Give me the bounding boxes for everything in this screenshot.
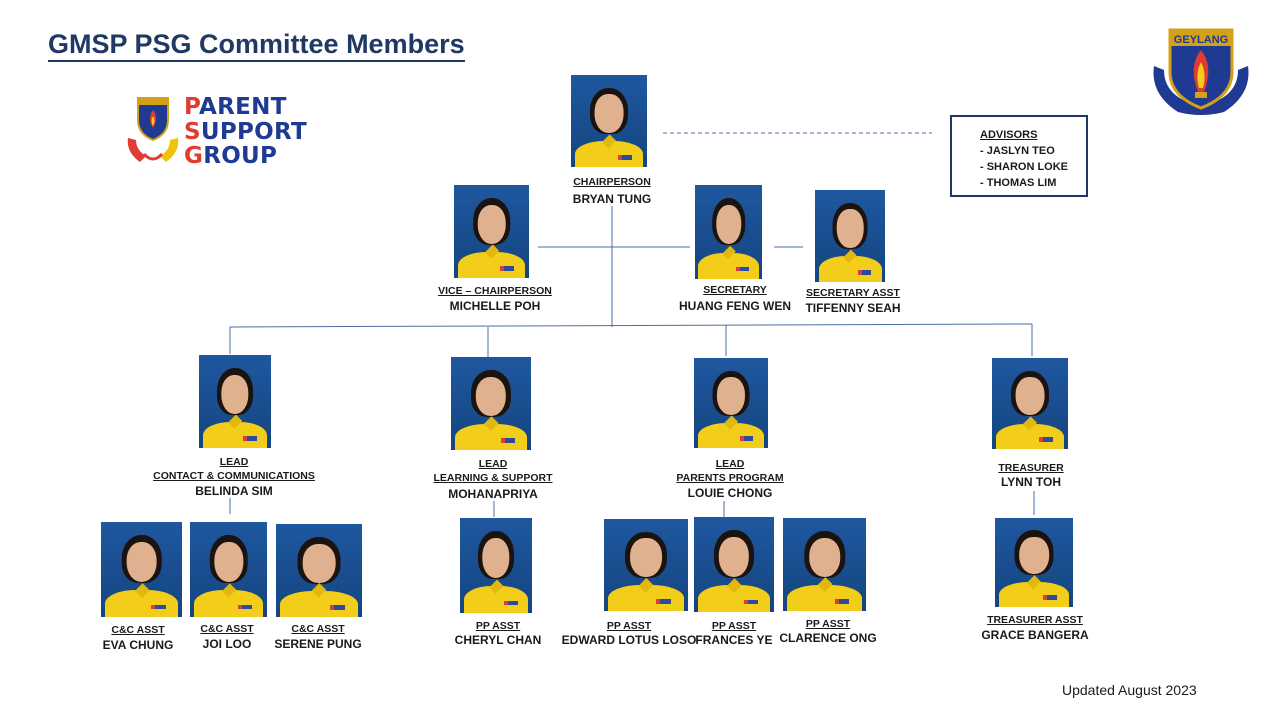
chairperson-name: BRYAN TUNG bbox=[572, 192, 652, 206]
pp-asst-2-name: FRANCES YE bbox=[695, 633, 773, 647]
ls-asst-role: PP ASST bbox=[475, 620, 521, 632]
lead-cc-name: BELINDA SIM bbox=[195, 484, 273, 498]
cc-asst-2-role: C&C ASST bbox=[200, 623, 254, 635]
secretary-role: SECRETARY bbox=[703, 284, 767, 296]
cc-asst-3-photo bbox=[276, 524, 362, 617]
lead-cc-department: CONTACT & COMMUNICATIONS bbox=[153, 470, 315, 482]
lead-pp-role: LEAD bbox=[715, 458, 745, 470]
pp-asst-2-photo bbox=[694, 517, 774, 612]
pp-asst-3-role: PP ASST bbox=[805, 618, 851, 630]
secretary-photo bbox=[695, 185, 762, 279]
treasurer-photo bbox=[992, 358, 1068, 449]
cc-asst-3-role: C&C ASST bbox=[291, 623, 345, 635]
lead-ls-photo bbox=[451, 357, 531, 450]
secretary-asst-role: SECRETARY ASST bbox=[806, 287, 900, 299]
pp-asst-3-photo bbox=[783, 518, 866, 611]
advisors-box: ADVISORS - JASLYN TEO - SHARON LOKE - TH… bbox=[950, 115, 1088, 197]
pp-asst-1-role: PP ASST bbox=[606, 620, 652, 632]
chairperson-role: CHAIRPERSON bbox=[573, 176, 651, 188]
psg-wordmark-line: PARENT bbox=[184, 94, 287, 120]
lead-cc-role: LEAD bbox=[219, 456, 249, 468]
cc-asst-2-name: JOI LOO bbox=[202, 637, 252, 651]
treasurer-asst-photo bbox=[995, 518, 1073, 607]
pp-asst-1-photo bbox=[604, 519, 688, 611]
psg-logo: PARENT SUPPORT GROUP bbox=[124, 94, 324, 168]
treasurer-asst-role: TREASURER ASST bbox=[987, 614, 1083, 626]
cc-asst-2-photo bbox=[190, 522, 267, 617]
advisor-item: - SHARON LOKE bbox=[980, 161, 1068, 173]
advisor-item: - JASLYN TEO bbox=[980, 145, 1055, 157]
secretary-name: HUANG FENG WEN bbox=[679, 299, 791, 313]
vice-chairperson-photo bbox=[454, 185, 529, 278]
advisor-item: - THOMAS LIM bbox=[980, 177, 1057, 189]
secretary-asst-name: TIFFENNY SEAH bbox=[805, 301, 901, 315]
ls-asst-photo bbox=[460, 518, 532, 613]
lead-pp-photo bbox=[694, 358, 768, 448]
advisors-label: ADVISORS bbox=[980, 129, 1038, 141]
cc-asst-1-photo bbox=[101, 522, 182, 617]
connector-branch-bar bbox=[229, 323, 1033, 328]
treasurer-role: TREASURER bbox=[998, 462, 1064, 474]
lead-ls-name: MOHANAPRIYA bbox=[448, 487, 538, 501]
lead-ls-department: LEARNING & SUPPORT bbox=[433, 472, 553, 484]
vice-chairperson-role: VICE – CHAIRPERSON bbox=[438, 285, 552, 297]
secretary-asst-photo bbox=[815, 190, 885, 282]
chairperson-photo bbox=[571, 75, 647, 167]
pp-asst-2-role: PP ASST bbox=[711, 620, 757, 632]
psg-wordmark-line: GROUP bbox=[184, 143, 278, 169]
lead-ls-role: LEAD bbox=[478, 458, 508, 470]
svg-text:GEYLANG: GEYLANG bbox=[1174, 34, 1228, 46]
school-crest-icon: GEYLANG bbox=[1153, 28, 1249, 115]
psg-emblem-icon bbox=[127, 97, 179, 162]
cc-asst-3-name: SERENE PUNG bbox=[274, 637, 362, 651]
updated-date: Updated August 2023 bbox=[1062, 682, 1197, 698]
page-title: GMSP PSG Committee Members bbox=[48, 28, 465, 62]
ls-asst-name: CHERYL CHAN bbox=[454, 633, 542, 647]
psg-wordmark: PARENT SUPPORT GROUP bbox=[184, 95, 307, 169]
lead-cc-photo bbox=[199, 355, 271, 448]
treasurer-name: LYNN TOH bbox=[1000, 475, 1062, 489]
treasurer-asst-name: GRACE BANGERA bbox=[981, 628, 1089, 642]
cc-asst-1-name: EVA CHUNG bbox=[102, 638, 174, 652]
cc-asst-1-role: C&C ASST bbox=[111, 624, 165, 636]
vice-chairperson-name: MICHELLE POH bbox=[449, 299, 541, 313]
pp-asst-3-name: CLARENCE ONG bbox=[779, 631, 877, 645]
lead-pp-name: LOUIE CHONG bbox=[687, 486, 773, 500]
psg-wordmark-line: SUPPORT bbox=[184, 118, 307, 145]
pp-asst-1-name: EDWARD LOTUS LOSO bbox=[561, 633, 697, 647]
lead-pp-department: PARENTS PROGRAM bbox=[676, 472, 784, 484]
